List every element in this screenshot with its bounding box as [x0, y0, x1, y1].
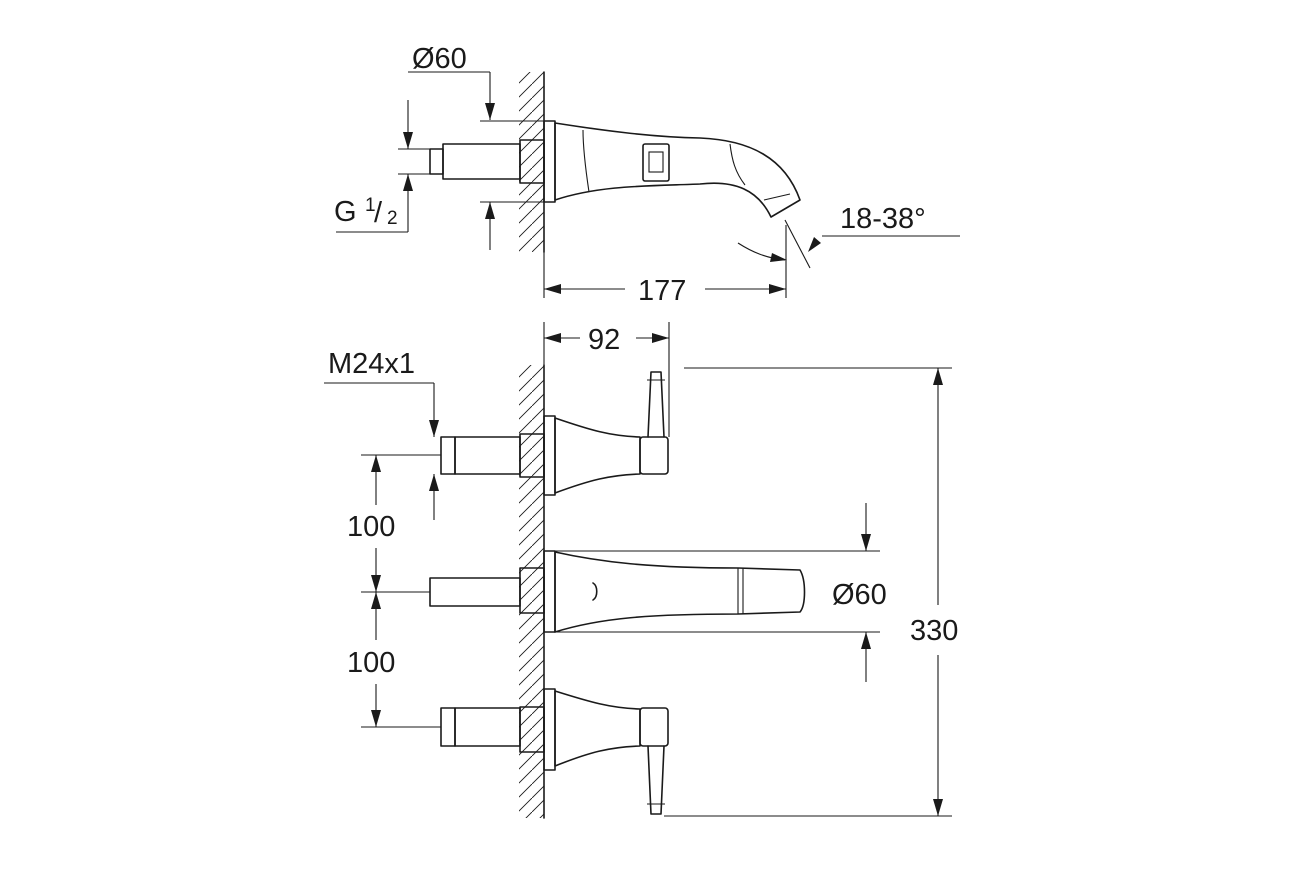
- projection-label: 177: [638, 275, 686, 307]
- angle-label: 18-38°: [840, 203, 926, 235]
- spout-contour: [582, 129, 791, 201]
- thread-m-label: M24x1: [328, 348, 415, 380]
- rosette-top: [543, 120, 556, 203]
- dia-top-label: Ø60: [412, 43, 467, 75]
- upper-handle: [440, 371, 669, 496]
- spacing-lower-label: 100: [347, 647, 395, 679]
- thread-den-label: 2: [387, 208, 398, 229]
- spout-aerator-inner: [648, 151, 664, 173]
- wall-hatch-top: [519, 72, 544, 252]
- spout-aerator-marker: [642, 143, 670, 182]
- thread-g-label: G: [334, 196, 357, 228]
- thread-slash-label: /: [374, 197, 383, 229]
- thread-num-label: 1: [365, 195, 376, 216]
- mount-pipe-top: [442, 143, 521, 180]
- set-front-view: [324, 322, 952, 819]
- lower-handle: [440, 688, 669, 815]
- lever-offset-label: 92: [588, 324, 620, 356]
- wall-hatch-bottom: [519, 365, 544, 818]
- spout-side-view: [336, 71, 960, 298]
- spacing-upper-label: 100: [347, 511, 395, 543]
- spout-front: [429, 550, 806, 633]
- height-total-label: 330: [910, 615, 958, 647]
- mount-thread-top: [429, 148, 444, 175]
- dia-spout-label: Ø60: [832, 579, 887, 611]
- spout-body: [554, 122, 801, 218]
